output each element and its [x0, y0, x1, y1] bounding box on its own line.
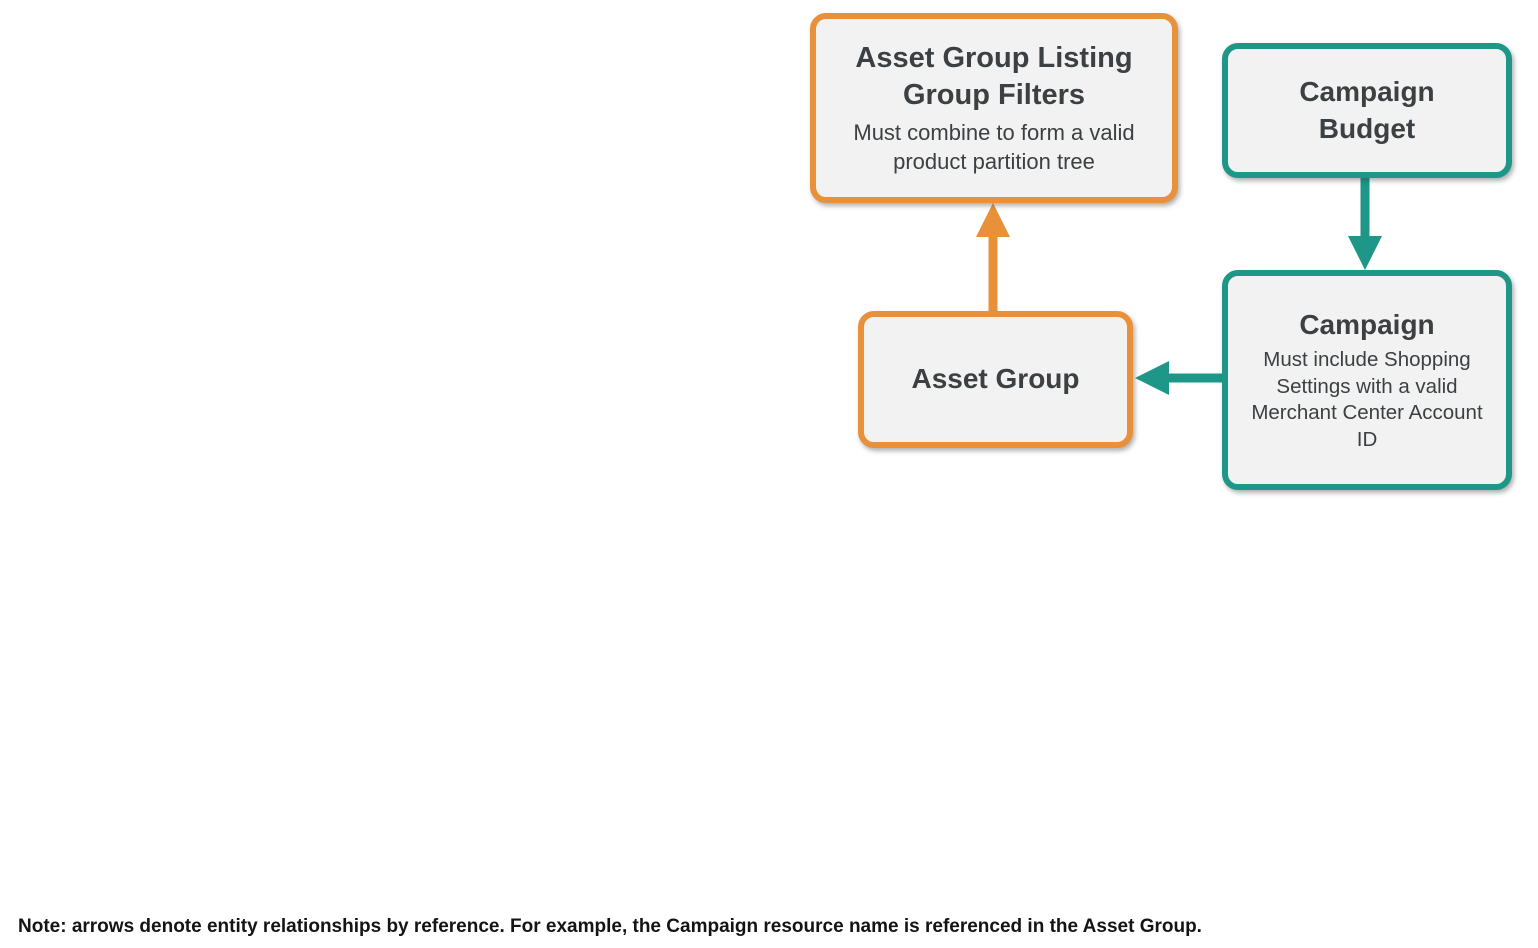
note-text: Note: arrows denote entity relationships… [18, 916, 1202, 937]
node-asset-group-listing-group-filters: Asset Group Listing Group Filters Must c… [810, 13, 1178, 203]
node-title: Campaign [1299, 308, 1435, 340]
arrow-asset-group-to-filters [976, 203, 1010, 311]
node-title: Asset Group [911, 363, 1080, 395]
arrow-budget-to-campaign [1348, 178, 1382, 270]
node-title: Campaign Budget [1299, 76, 1435, 144]
arrow-campaign-to-asset-group [1135, 361, 1222, 395]
node-subtitle: Must combine to form a valid product par… [853, 120, 1135, 174]
node-asset-group: Asset Group [858, 311, 1133, 448]
node-title: Asset Group Listing Group Filters [855, 41, 1133, 112]
node-campaign-budget: Campaign Budget [1222, 43, 1512, 178]
node-campaign: Campaign Must include Shopping Settings … [1222, 270, 1512, 490]
node-subtitle: Must include Shopping Settings with a va… [1251, 347, 1483, 451]
